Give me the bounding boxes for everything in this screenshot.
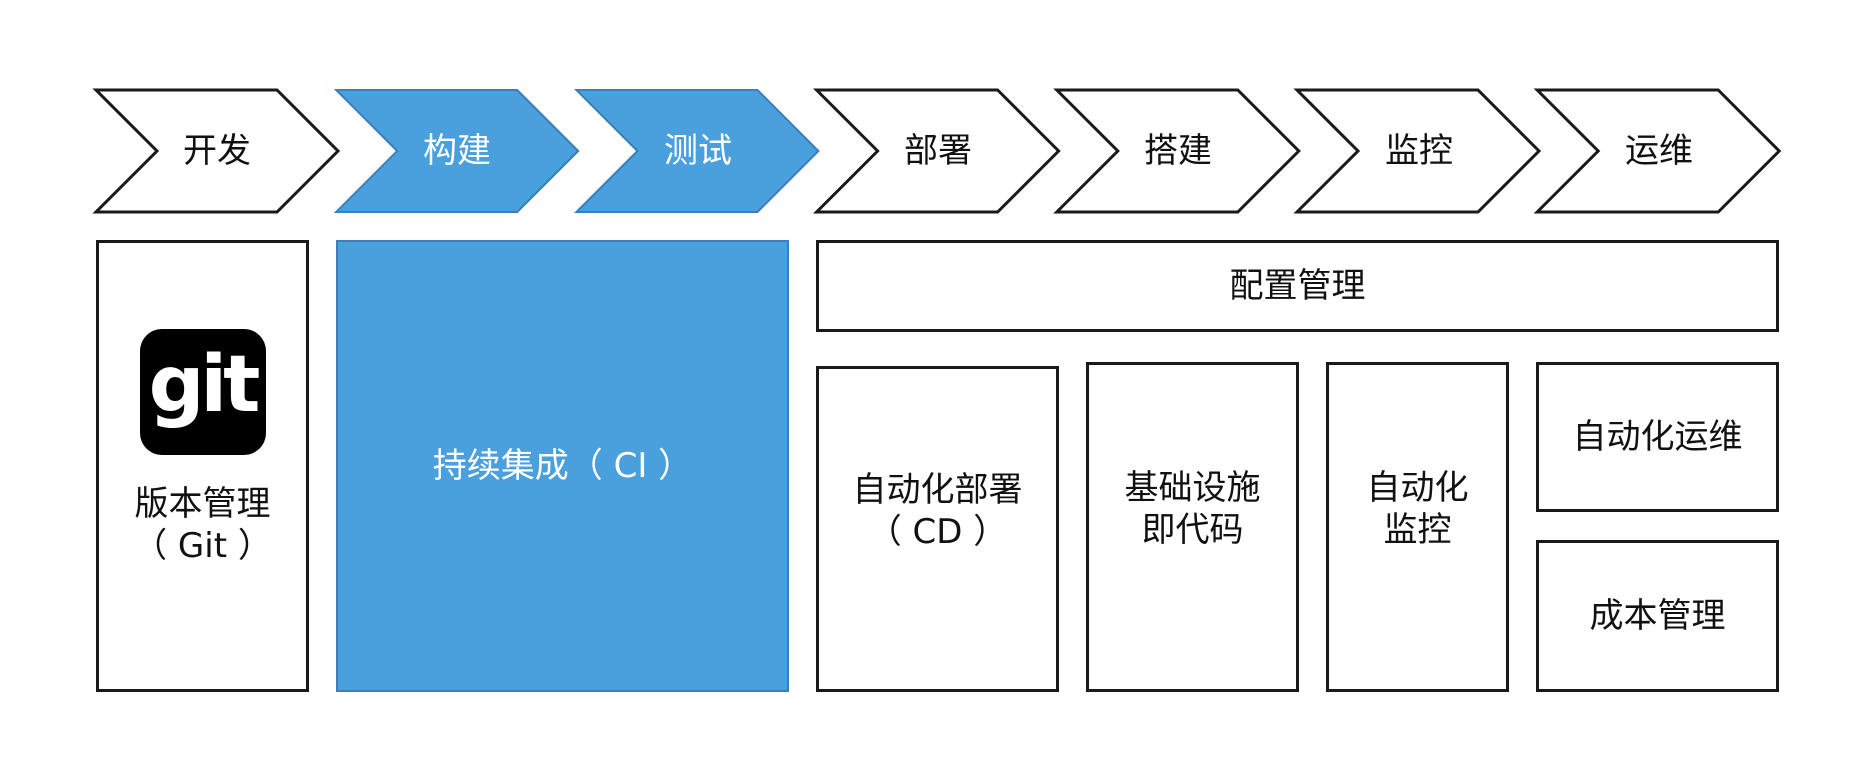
cd-subtitle: （ CD ）: [867, 512, 1008, 552]
ci-label: 持续集成（ CI ）: [432, 446, 693, 486]
stage-label-test: 测试: [664, 131, 732, 171]
stage-label-develop: 开发: [183, 131, 251, 171]
cost-management-block: 成本管理: [1536, 540, 1779, 692]
chevron-deploy: [812, 88, 1061, 214]
chevron-monitor: [1293, 88, 1542, 214]
monitoring-block: 自动化 监控: [1326, 362, 1509, 692]
git-logo-icon: git: [139, 329, 266, 455]
iac-title: 基础设施: [1124, 468, 1261, 508]
stage-label-deploy: 部署: [904, 131, 972, 171]
chevron-build: [333, 89, 580, 213]
chevron-test: [573, 89, 820, 213]
cd-title: 自动化部署: [852, 470, 1023, 510]
version-control-title: 版本管理: [134, 484, 271, 524]
chevron-operate: [1533, 88, 1782, 214]
stage-label-provision: 搭建: [1144, 131, 1212, 171]
ops-automation-label: 自动化运维: [1572, 417, 1743, 457]
stage-label-build: 构建: [423, 131, 491, 171]
iac-subtitle: 即代码: [1141, 510, 1244, 550]
config-management-label: 配置管理: [1229, 266, 1366, 306]
version-control-block: git 版本管理 （ Git ）: [96, 240, 309, 692]
cost-management-label: 成本管理: [1589, 596, 1726, 636]
ops-automation-block: 自动化运维: [1536, 362, 1779, 512]
chevron-provision: [1053, 88, 1301, 214]
version-control-subtitle: （ Git ）: [133, 526, 272, 566]
stage-label-monitor: 监控: [1385, 131, 1453, 171]
cd-block: 自动化部署 （ CD ）: [816, 366, 1059, 692]
iac-block: 基础设施 即代码: [1086, 362, 1299, 692]
ci-block: 持续集成（ CI ）: [336, 240, 789, 692]
monitoring-subtitle: 监控: [1383, 510, 1452, 550]
stage-label-operate: 运维: [1625, 131, 1693, 171]
chevron-develop: [92, 88, 341, 214]
config-management-block: 配置管理: [816, 240, 1779, 332]
monitoring-title: 自动化: [1366, 468, 1469, 508]
